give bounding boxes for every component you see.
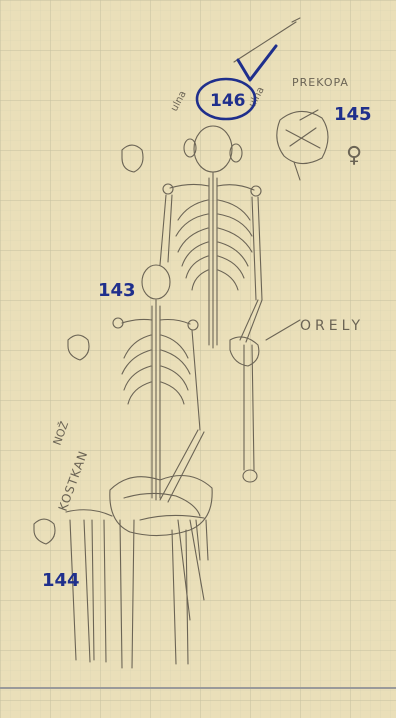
label-143: 143 bbox=[98, 280, 136, 301]
label-144: 144 bbox=[42, 570, 80, 591]
label-146: 146 bbox=[210, 91, 246, 111]
label-145: 145 bbox=[334, 104, 372, 125]
label-female-symbol: ♀ bbox=[346, 143, 362, 168]
label-prekopa: PREKOPA bbox=[292, 76, 349, 89]
label-orel: ORELY bbox=[300, 318, 364, 334]
